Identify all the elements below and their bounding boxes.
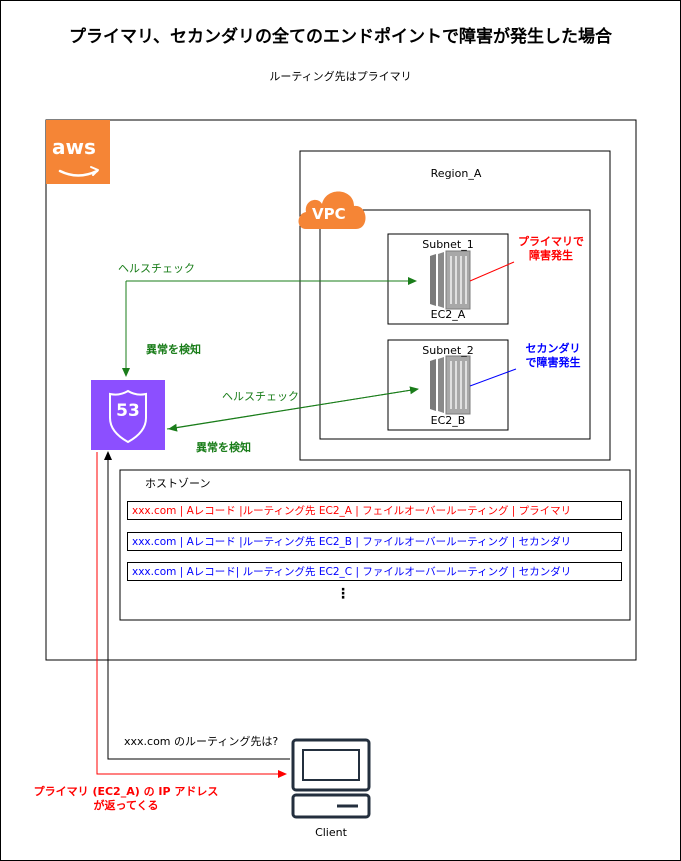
- aws-logo-icon: [46, 120, 110, 184]
- ec2-a-server-icon: [430, 250, 471, 310]
- secondary-failure-note: セカンダリ で障害発生: [511, 342, 595, 370]
- response-arrow: [96, 452, 287, 778]
- hosted-zone-frame: [119, 469, 631, 621]
- secondary-failure-line: [469, 368, 517, 387]
- dns-record-ec2-a: xxx.com | Aレコード |ルーティング先 EC2_A | フェイルオーバ…: [127, 501, 622, 520]
- vpc-cloud-icon: [298, 191, 366, 229]
- diagram-subtitle: ルーティング先はプライマリ: [269, 70, 412, 83]
- client-question-label: xxx.com のルーティング先は?: [124, 735, 279, 748]
- route53-label: 53: [116, 401, 140, 421]
- diagram-title: プライマリ、セカンダリの全てのエンドポイントで障害が発生した場合: [69, 27, 612, 47]
- aws-cloud-frame: [45, 119, 637, 661]
- secondary-failure-line-2: で障害発生: [525, 356, 581, 369]
- anomaly-label-1: 異常を検知: [146, 343, 201, 356]
- health-check-label-2: ヘルスチェック: [222, 390, 299, 403]
- primary-failure-line-1: プライマリで: [518, 235, 584, 248]
- client-response-label: プライマリ (EC2_A) の IP アドレス が返ってくる: [16, 785, 236, 813]
- ec2-b-server-icon: [430, 355, 471, 415]
- vpc-frame: [319, 209, 591, 440]
- client-query-arrow: [104, 451, 290, 760]
- region-label: Region_A: [430, 167, 482, 180]
- ec2-a-label: EC2_A: [430, 308, 466, 321]
- primary-failure-line: [469, 261, 515, 282]
- route53-icon: [91, 380, 165, 450]
- client-label: Client: [315, 826, 347, 839]
- more-records-ellipsis: ⋮: [336, 586, 350, 602]
- hosted-zone-label: ホストゾーン: [145, 477, 211, 490]
- vpc-label: VPC: [312, 205, 346, 223]
- ec2-b-label: EC2_B: [430, 414, 466, 427]
- aws-logo-text: aws: [52, 135, 96, 159]
- dns-record-ec2-b: xxx.com | Aレコード |ルーティング先 EC2_B | ファイルオーバ…: [127, 532, 622, 551]
- client-response-line-1: プライマリ (EC2_A) の IP アドレス: [33, 785, 219, 798]
- anomaly-label-2: 異常を検知: [196, 441, 251, 454]
- anomaly-arrow-2: [168, 388, 419, 432]
- subnet-2-label: Subnet_2: [422, 344, 474, 357]
- health-check-label-1: ヘルスチェック: [118, 262, 195, 275]
- secondary-failure-line-1: セカンダリ: [525, 342, 581, 355]
- primary-failure-note: プライマリで 障害発生: [509, 235, 593, 263]
- client-response-line-2: が返ってくる: [93, 799, 159, 812]
- primary-failure-line-2: 障害発生: [529, 249, 573, 262]
- subnet-1-label: Subnet_1: [422, 238, 474, 251]
- dns-record-ec2-c: xxx.com | Aレコード| ルーティング先 EC2_C | ファイルオーバ…: [127, 562, 622, 581]
- client-computer-icon: [291, 738, 371, 819]
- region-frame: [299, 150, 611, 461]
